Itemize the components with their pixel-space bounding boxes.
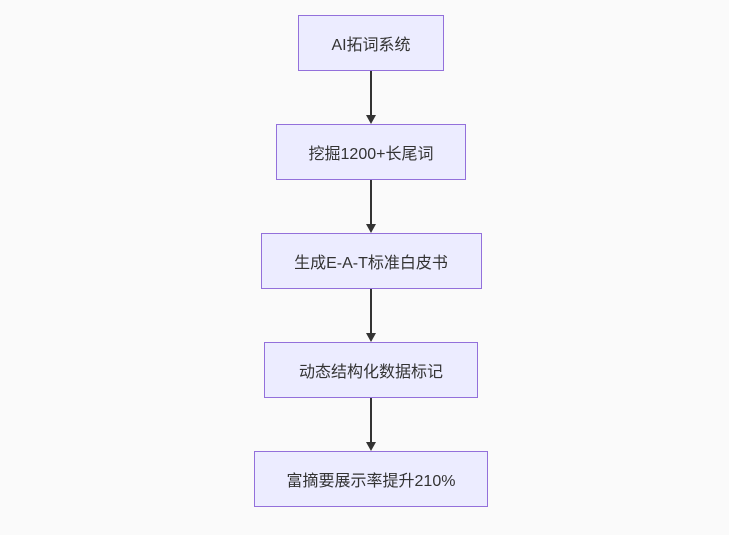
flow-edge-1 bbox=[366, 71, 376, 124]
arrowhead-down-icon bbox=[366, 115, 376, 124]
flow-node-ai-expansion-system: AI拓词系统 bbox=[298, 15, 444, 71]
flowchart: AI拓词系统 挖掘1200+长尾词 生成E-A-T标准白皮书 动态结构化数据标记 bbox=[254, 15, 488, 507]
flow-node-label: 生成E-A-T标准白皮书 bbox=[294, 255, 448, 272]
flow-node-label: 动态结构化数据标记 bbox=[298, 364, 443, 381]
edge-line bbox=[370, 289, 372, 333]
flow-node-structured-data-markup: 动态结构化数据标记 bbox=[264, 342, 478, 398]
flow-edge-4 bbox=[366, 398, 376, 451]
flow-node-longtail-mining: 挖掘1200+长尾词 bbox=[276, 124, 466, 180]
arrowhead-down-icon bbox=[366, 442, 376, 451]
flow-node-label: 挖掘1200+长尾词 bbox=[308, 146, 434, 163]
flow-edge-3 bbox=[366, 289, 376, 342]
edge-line bbox=[370, 71, 372, 115]
flow-node-rich-snippet-rate: 富摘要展示率提升210% bbox=[254, 451, 488, 507]
flow-node-label: 富摘要展示率提升210% bbox=[286, 473, 456, 490]
arrowhead-down-icon bbox=[366, 333, 376, 342]
flow-node-label: AI拓词系统 bbox=[331, 37, 411, 54]
flow-edge-2 bbox=[366, 180, 376, 233]
flow-node-eat-whitepaper: 生成E-A-T标准白皮书 bbox=[260, 233, 482, 289]
arrowhead-down-icon bbox=[366, 224, 376, 233]
edge-line bbox=[370, 398, 372, 442]
edge-line bbox=[370, 180, 372, 224]
